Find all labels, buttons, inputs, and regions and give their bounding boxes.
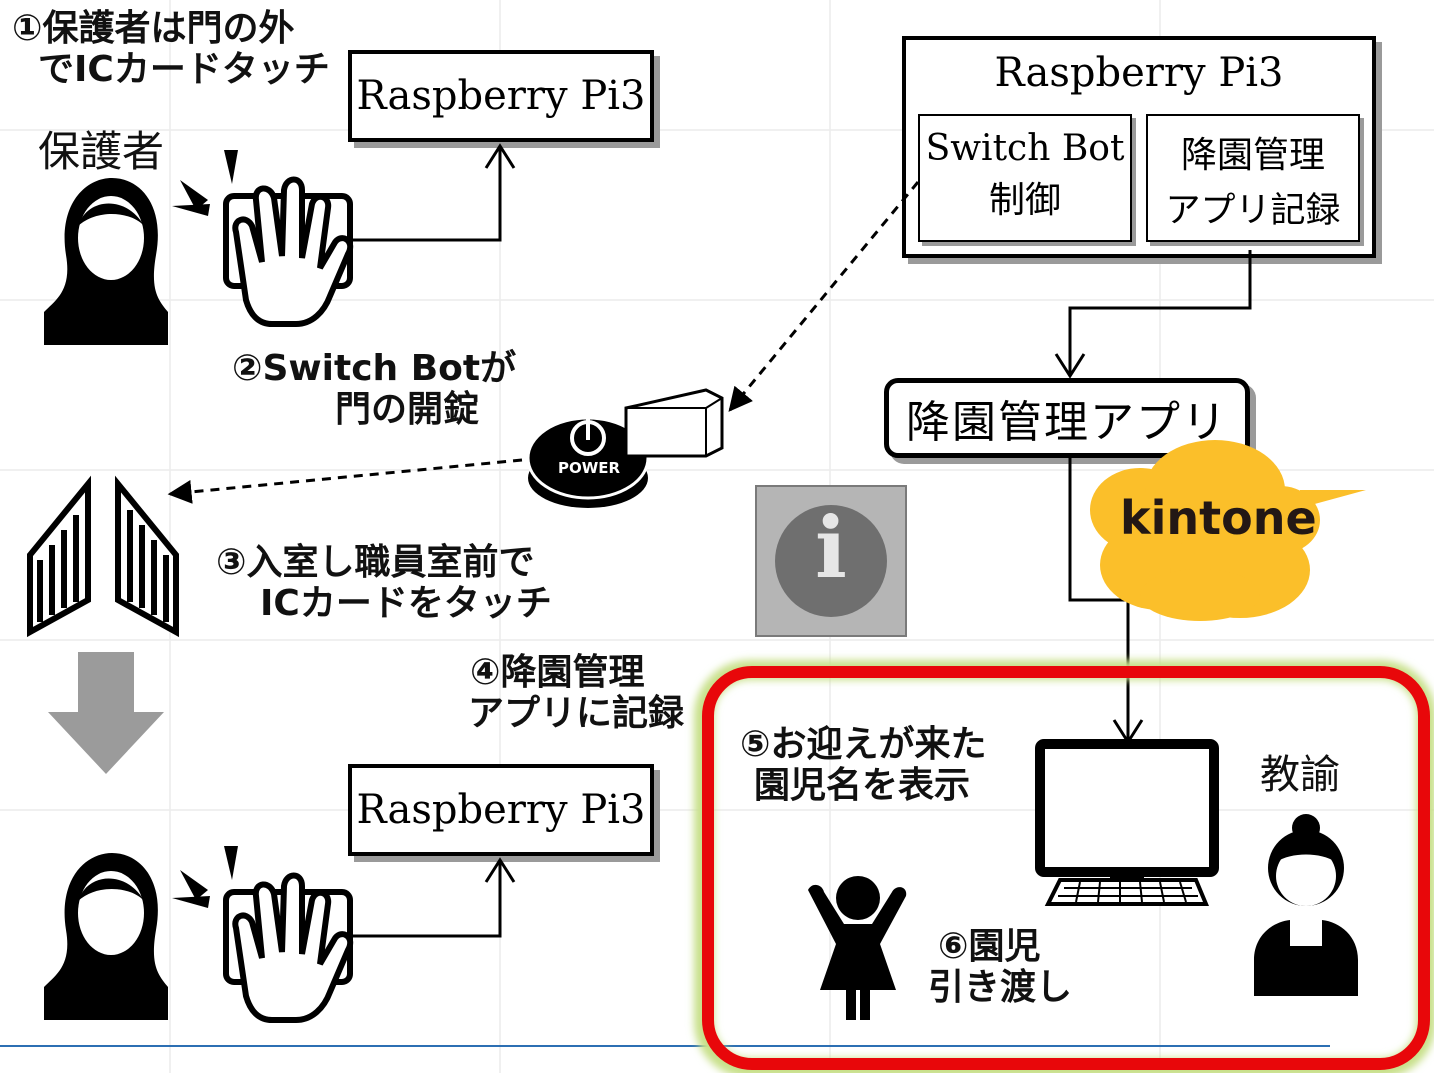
step6-label: ⑥園児 引き渡し: [928, 926, 1073, 1009]
app-box-label: 降園管理アプリ: [906, 397, 1228, 448]
rpi-top-label: Raspberry Pi3: [356, 73, 646, 119]
teacher-icon: [1254, 814, 1358, 996]
dashed-ctrl-to-device: [728, 181, 920, 412]
power-label: POWER: [558, 459, 621, 477]
step1-label: ①保護者は門の外 でICカードタッチ: [12, 8, 330, 91]
rpi-main-label: Raspberry Pi3: [994, 50, 1284, 96]
tap-marks-bottom: [172, 846, 238, 908]
guardian-label-top: 保護者: [38, 127, 165, 176]
hand-card-icon-top: [223, 176, 354, 327]
step3-label: ③入室し職員室前で ICカードをタッチ: [216, 542, 552, 625]
info-glyph: i: [815, 498, 847, 597]
switchbot-control-line2: 制御: [988, 180, 1061, 221]
kintone-cloud-icon: [1090, 440, 1366, 621]
connector-hand-to-rpi-bottom: [352, 862, 502, 938]
monitor-icon: [1035, 739, 1219, 906]
hand-card-icon-bottom: [223, 872, 354, 1023]
down-arrow-icon: [48, 652, 164, 774]
connector-rpi-to-app: [1068, 250, 1252, 374]
rpi-bottom-box: Raspberry Pi3: [348, 764, 654, 856]
gate-icon: [27, 475, 179, 638]
kintone-label: kintone: [1120, 491, 1317, 545]
connector-hand-to-rpi-top-arrowhead: [484, 143, 516, 169]
step2-label: ②Switch Botが 門の開錠: [232, 348, 517, 431]
switchbot-control-box: Switch Bot 制御: [918, 114, 1132, 242]
dashed-device-to-gate: [167, 458, 523, 504]
info-icon: [755, 485, 907, 637]
highlight-frame: [702, 666, 1430, 1070]
rpi-bottom-label: Raspberry Pi3: [356, 787, 646, 833]
child-icon: [808, 876, 907, 1020]
tap-marks-top: [172, 150, 238, 216]
rpi-main-box: Raspberry Pi3 Switch Bot 制御 降園管理 アプリ記録: [902, 36, 1376, 258]
connector-rpi-to-app-arrowhead: [1054, 353, 1086, 379]
step5-label: ⑤お迎えが来た 園児名を表示: [740, 724, 987, 807]
switchbot-device-icon: [526, 388, 724, 508]
teacher-label: 教諭: [1260, 752, 1340, 798]
app-record-box: 降園管理 アプリ記録: [1146, 114, 1360, 242]
guardian-icon-bottom: [44, 853, 168, 1020]
guardian-icon-top: [44, 178, 168, 345]
app-record-line1: 降園管理: [1180, 135, 1325, 176]
app-record-line2: アプリ記録: [1165, 191, 1341, 231]
switchbot-control-line1: Switch Bot: [925, 128, 1125, 169]
step4-label: ④降園管理 アプリに記録: [468, 652, 685, 735]
connector-hand-to-rpi-bottom-arrowhead: [484, 857, 516, 883]
rpi-top-box: Raspberry Pi3: [348, 50, 654, 142]
connector-hand-to-rpi-top: [352, 148, 502, 242]
